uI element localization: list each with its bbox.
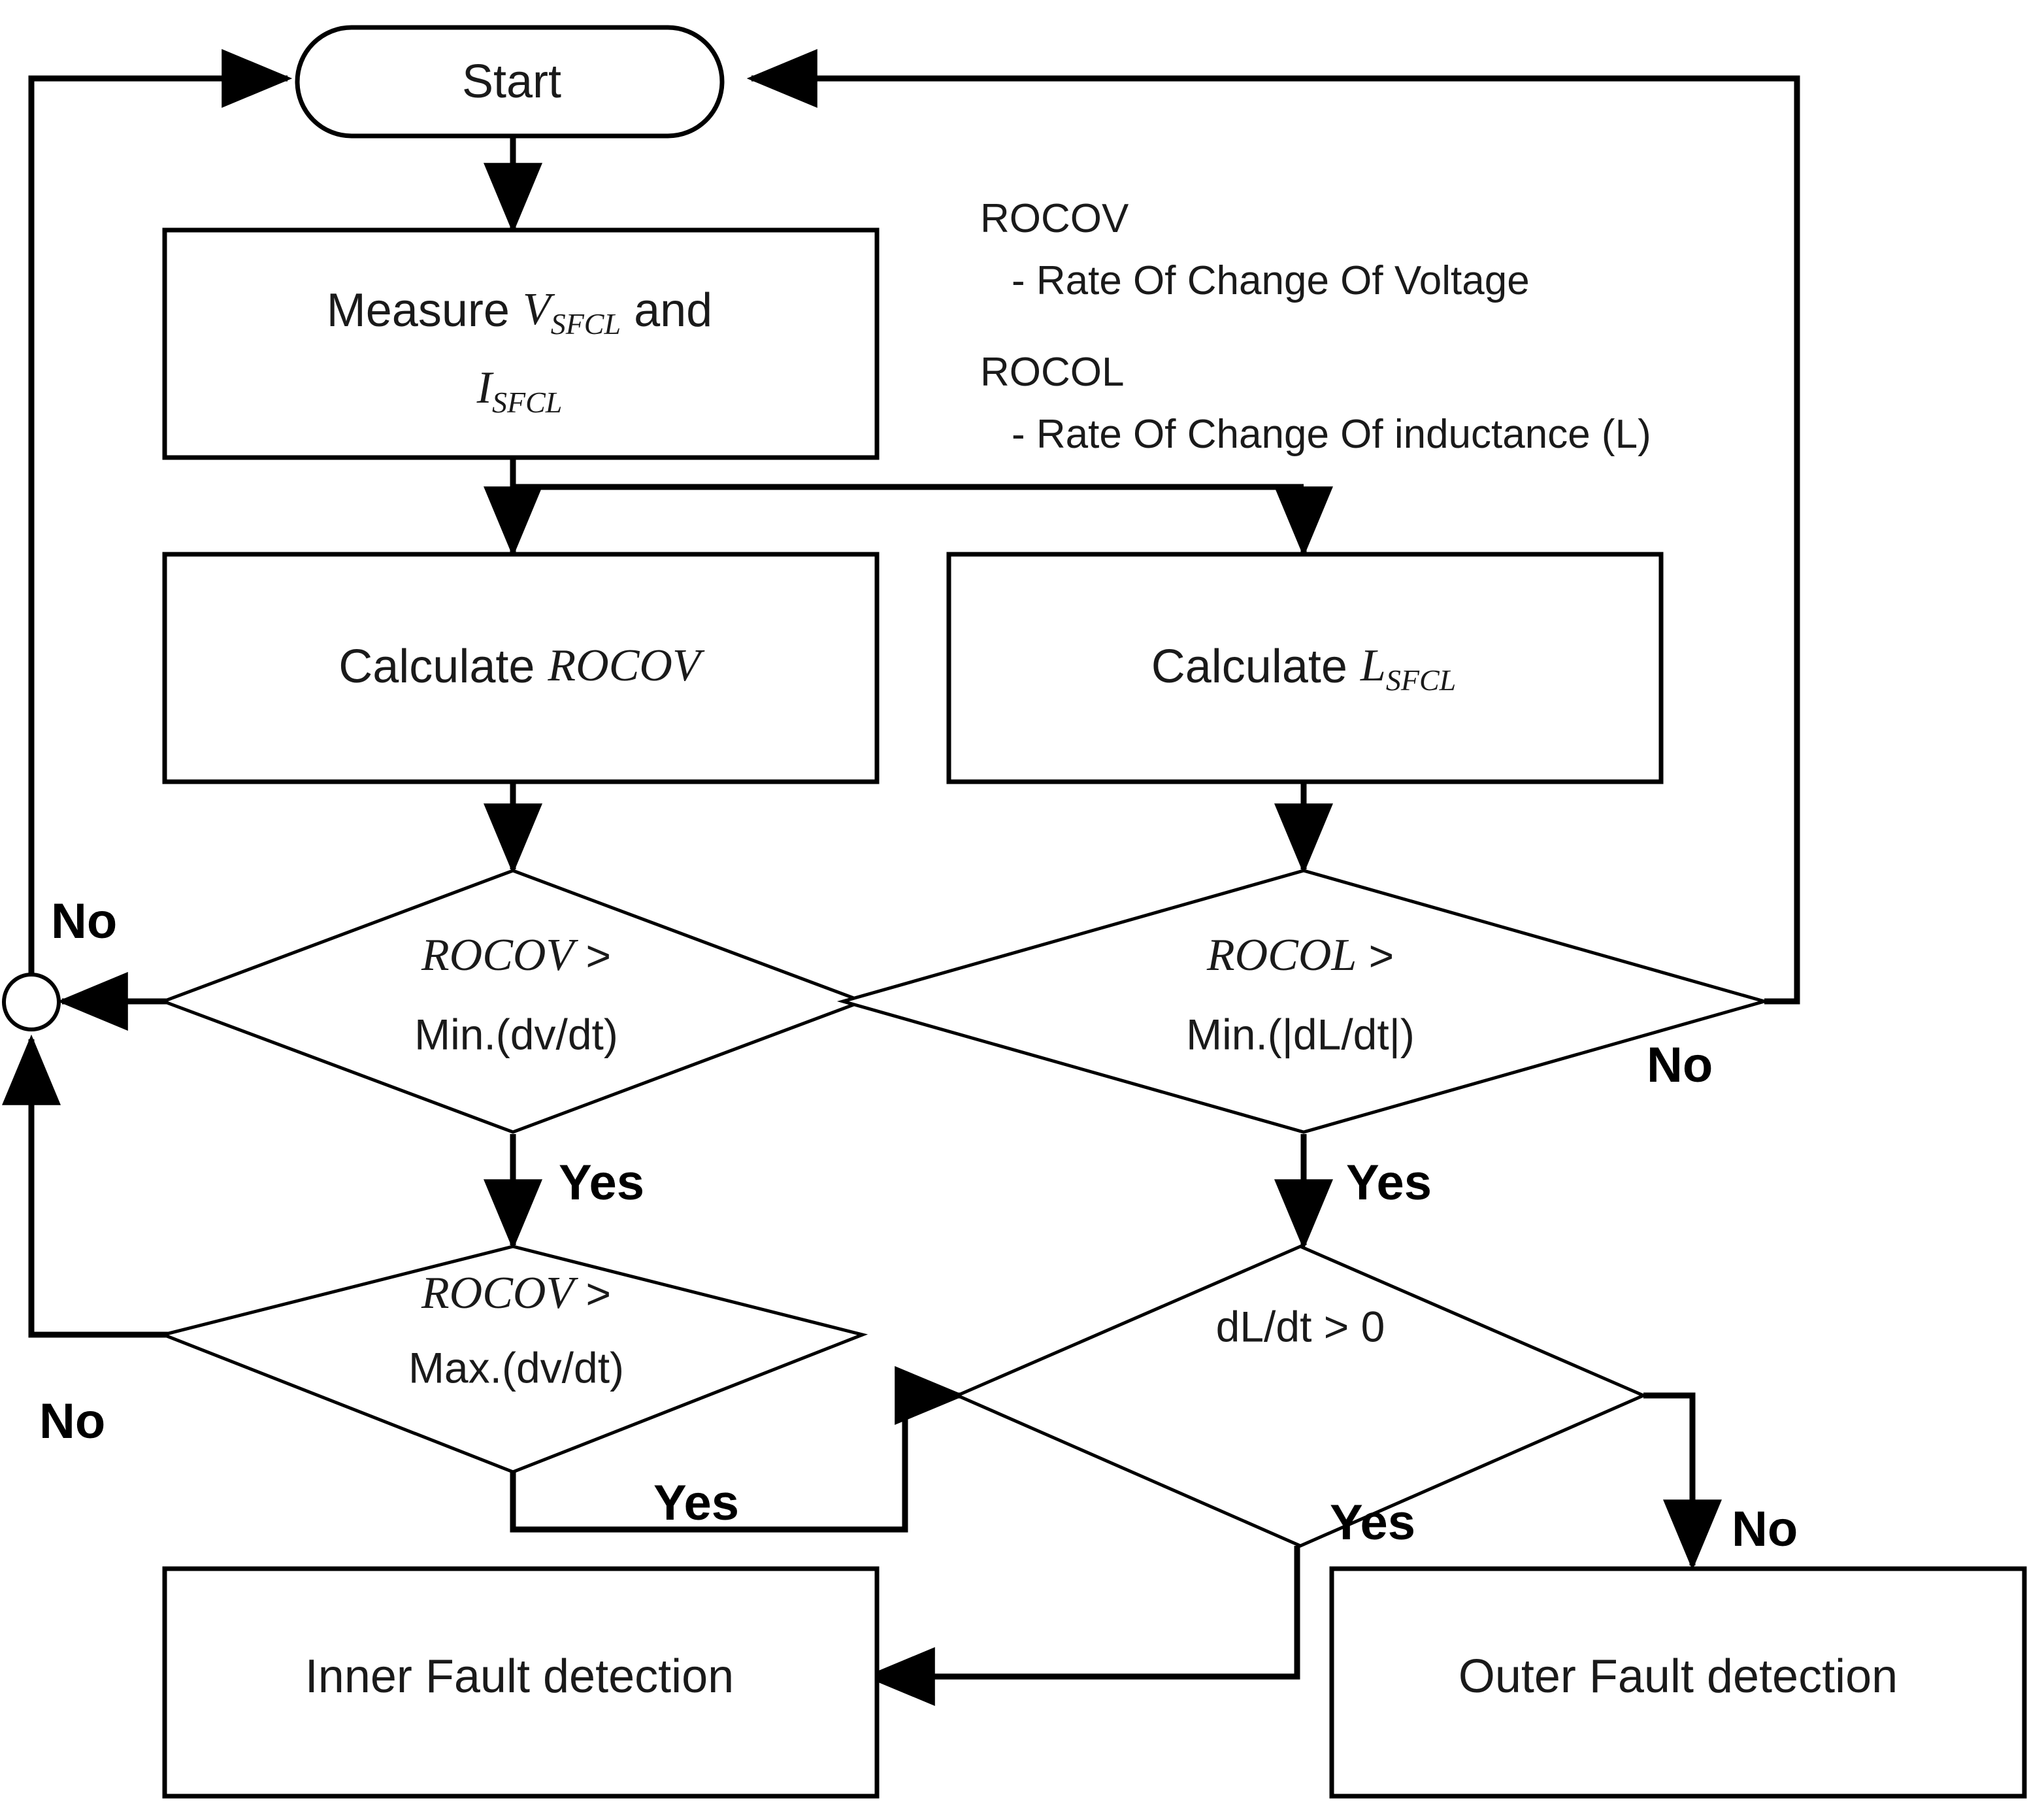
- calc-rocov-var: ROCOV: [547, 641, 705, 691]
- node-decision-rocov-min-line2: Min.(dv/dt): [414, 1010, 618, 1058]
- edge-label-no-dldt: No: [1732, 1501, 1798, 1557]
- dec-rocov-max-var: ROCOV: [421, 1268, 579, 1318]
- node-calculate-lsfcl-label: Calculate LSFCL: [1151, 641, 1456, 697]
- calc-lsfcl-sub: SFCL: [1386, 663, 1456, 697]
- legend-abbr-rocol: ROCOL: [980, 350, 1124, 395]
- node-calculate-rocov[interactable]: Calculate ROCOV: [162, 552, 880, 784]
- measure-var-i: I: [476, 363, 495, 413]
- node-decision-rocov-min[interactable]: ROCOV > Min.(dv/dt): [158, 869, 868, 1134]
- node-outer-fault-label: Outer Fault detection: [1459, 1650, 1898, 1703]
- edge-label-yes-rocov-min: Yes: [559, 1155, 644, 1211]
- calc-lsfcl-var: L: [1360, 641, 1386, 691]
- node-calculate-rocov-label: Calculate ROCOV: [338, 641, 705, 693]
- node-decision-rocov-max-line2: Max.(dv/dt): [408, 1343, 624, 1392]
- edge-layer: [1, 49, 1800, 1706]
- edge-label-yes-dldt: Yes: [1330, 1495, 1415, 1550]
- node-decision-rocol-min-line1: ROCOL >: [1206, 930, 1394, 980]
- dec-rocol-min-var: ROCOL: [1206, 930, 1357, 980]
- measure-prefix: Measure: [327, 284, 523, 337]
- legend: ROCOV - Rate Of Change Of Voltage ROCOL …: [980, 196, 1651, 457]
- dec-rocov-min-op: >: [574, 931, 611, 980]
- node-measure-line1: Measure VSFCL and: [327, 284, 712, 341]
- node-outer-fault[interactable]: Outer Fault detection: [1329, 1566, 2027, 1799]
- node-decision-rocol-min[interactable]: ROCOL > Min.(|dL/dt|): [836, 869, 1771, 1134]
- measure-sub-i: SFCL: [492, 386, 562, 419]
- dec-rocol-min-op: >: [1357, 931, 1394, 980]
- node-junction-connector[interactable]: [2, 973, 61, 1031]
- node-decision-rocol-min-line2: Min.(|dL/dt|): [1186, 1010, 1415, 1058]
- edge-label-no-rocov-min: No: [51, 894, 117, 949]
- edge-label-yes-rocov-max: Yes: [653, 1475, 739, 1531]
- node-inner-fault-label: Inner Fault detection: [305, 1650, 734, 1703]
- edge-rocov-max-no-to-junction: [1, 1034, 188, 1338]
- edge-label-no-rocol-min: No: [1647, 1037, 1713, 1093]
- legend-abbr-rocov: ROCOV: [980, 196, 1129, 241]
- node-decision-rocov-max[interactable]: ROCOV > Max.(dv/dt): [157, 1244, 868, 1474]
- node-start-label: Start: [462, 56, 561, 108]
- edge-dldt-no-to-outer-fault: [1643, 1392, 1722, 1571]
- node-start[interactable]: Start: [295, 25, 725, 139]
- edge-rocol-min-no-to-start-loopback: [746, 49, 1800, 1005]
- node-measure[interactable]: Measure VSFCL and ISFCL: [162, 227, 880, 460]
- measure-var-v: V: [523, 284, 555, 335]
- measure-sub-v: SFCL: [551, 307, 621, 341]
- node-measure-line2: ISFCL: [476, 363, 563, 419]
- edge-measure-split-trunk: [510, 458, 1304, 490]
- calc-lsfcl-prefix: Calculate: [1151, 641, 1360, 693]
- calc-rocov-prefix: Calculate: [338, 641, 548, 693]
- dec-rocov-min-var: ROCOV: [421, 930, 579, 980]
- edge-label-layer: No No No No Yes Yes Yes Yes: [39, 894, 1798, 1557]
- legend-expansion-rocov: - Rate Of Change Of Voltage: [1012, 258, 1530, 303]
- node-layer: Start Measure VSFCL and ISFCL Calculate …: [2, 25, 2027, 1799]
- node-decision-rocov-max-line1: ROCOV >: [421, 1268, 611, 1318]
- edge-dldt-yes-to-inner-fault: [864, 1546, 1300, 1706]
- edge-junction-to-start-loopback: [28, 49, 293, 974]
- legend-expansion-rocol: - Rate Of Change Of inductance (L): [1012, 412, 1651, 457]
- node-decision-dldt[interactable]: dL/dt > 0: [953, 1244, 1648, 1548]
- dec-rocov-max-op: >: [574, 1269, 611, 1318]
- node-decision-rocov-min-line1: ROCOV >: [421, 930, 611, 980]
- node-inner-fault[interactable]: Inner Fault detection: [162, 1566, 880, 1799]
- edge-label-no-rocov-max: No: [39, 1394, 105, 1449]
- measure-suffix: and: [621, 284, 712, 337]
- edge-label-yes-rocol-min: Yes: [1346, 1155, 1432, 1211]
- node-decision-dldt-label: dL/dt > 0: [1216, 1302, 1385, 1350]
- edge-rocov-max-yes-to-dldt: [510, 1366, 966, 1533]
- node-calculate-lsfcl[interactable]: Calculate LSFCL: [946, 552, 1664, 784]
